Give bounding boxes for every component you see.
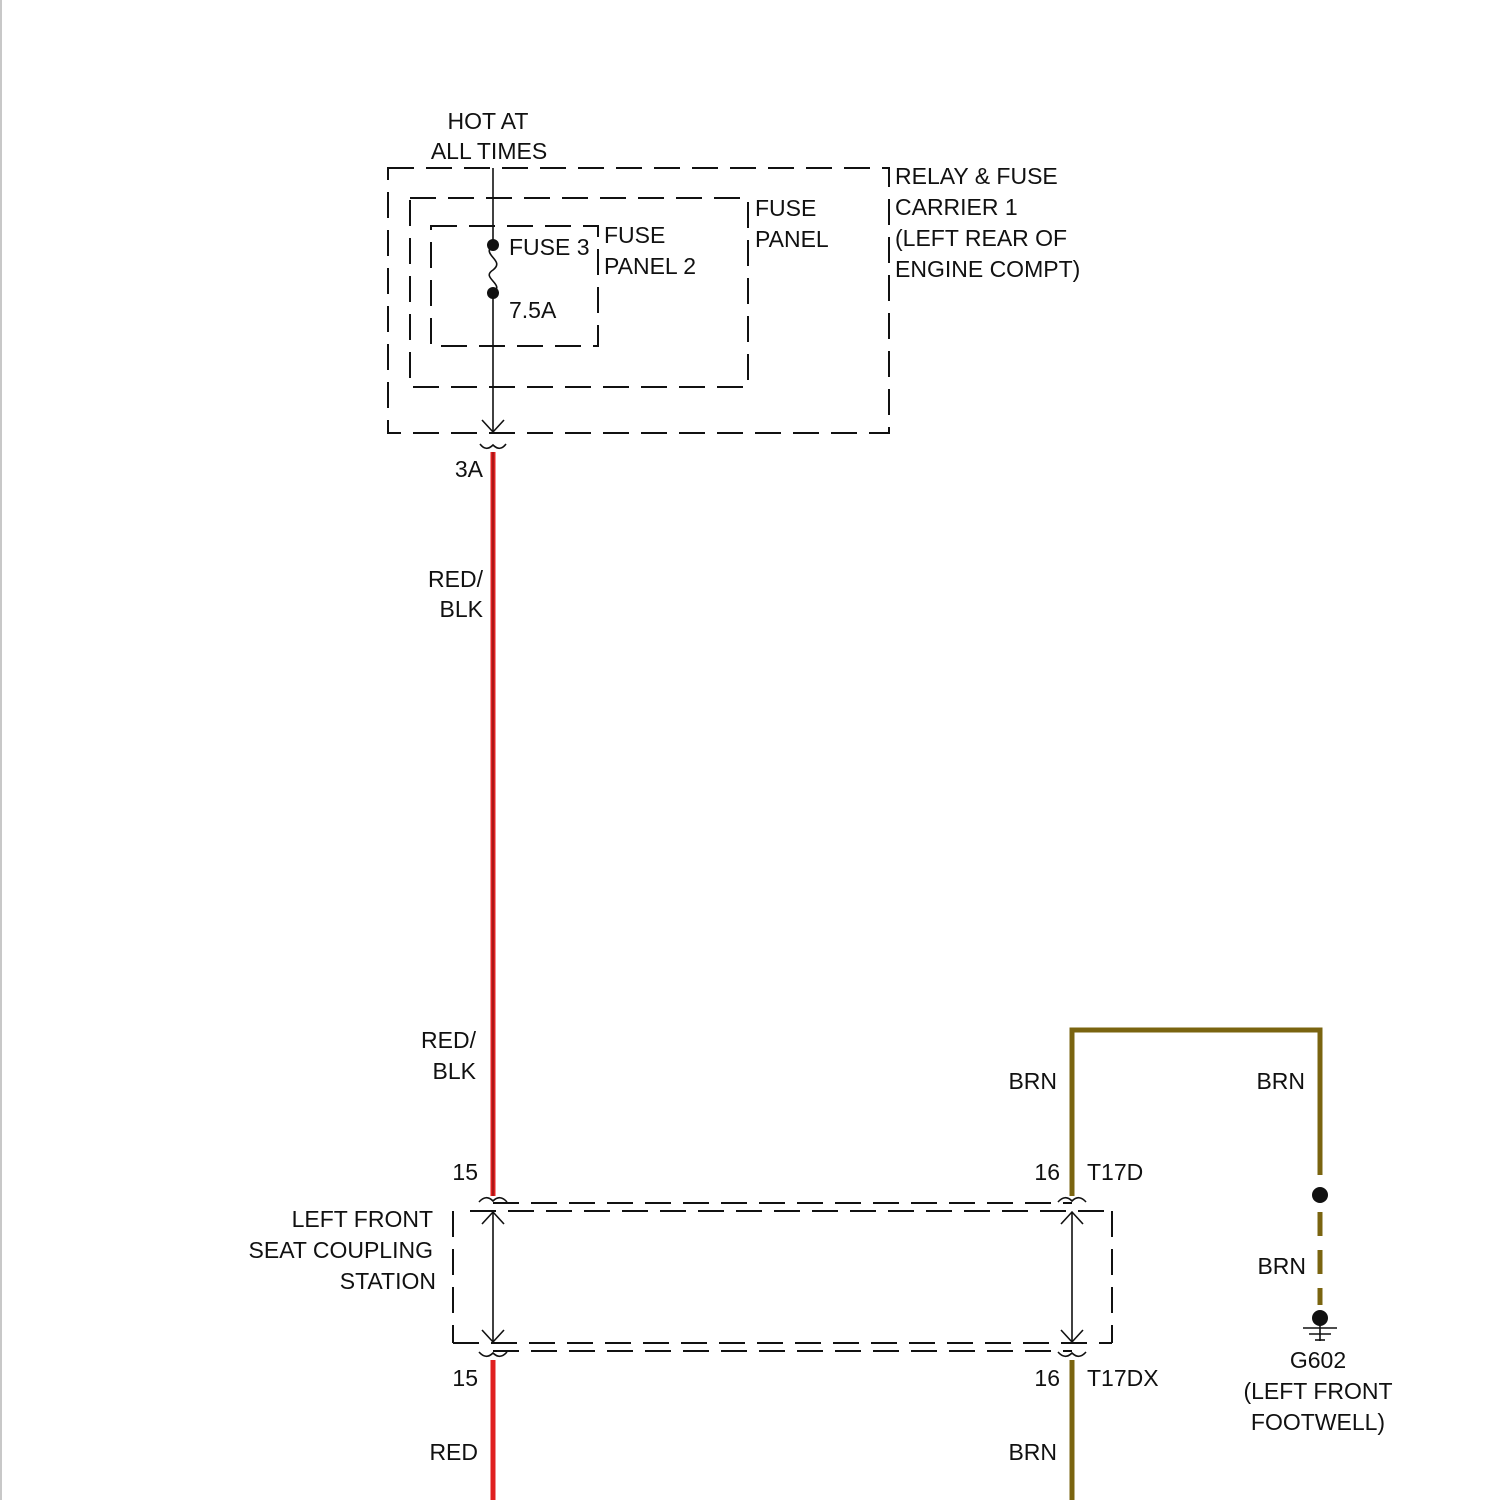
source-label-line2: ALL TIMES <box>431 138 547 164</box>
wire-label-brn-left: BRN <box>1008 1068 1057 1094</box>
connector-16-bottom-symbol <box>1058 1352 1086 1356</box>
fuse-name-label: FUSE 3 <box>509 234 590 260</box>
connector-15-top-symbol <box>479 1198 507 1202</box>
fuse-symbol <box>489 245 497 293</box>
fuse-panel-label-line2: PANEL <box>755 226 829 252</box>
fuse-panel-label-line1: FUSE <box>755 195 816 221</box>
connector-3a-symbol <box>480 444 506 448</box>
splice-dot <box>1312 1187 1328 1203</box>
pin-15-bottom-label: 15 <box>452 1365 478 1391</box>
connector-16-top-symbol <box>1058 1198 1086 1202</box>
fuse-panel-2-label-line2: PANEL 2 <box>604 253 696 279</box>
connector-15-bottom-symbol <box>479 1352 507 1356</box>
coupling-label-line2: SEAT COUPLING <box>249 1237 433 1263</box>
connector-t17d-label: T17D <box>1087 1159 1143 1185</box>
carrier-label-line4: ENGINE COMPT) <box>895 256 1080 282</box>
pin-16-bottom-label: 16 <box>1034 1365 1060 1391</box>
pin-16-top-label: 16 <box>1034 1159 1060 1185</box>
terminal-3a-label: 3A <box>455 456 484 482</box>
fuse-panel-box <box>410 198 748 387</box>
fuse-panel-2-label-line1: FUSE <box>604 222 665 248</box>
fuse-rating-label: 7.5A <box>509 297 557 323</box>
carrier-label-line3: (LEFT REAR OF <box>895 225 1067 251</box>
carrier-label-line2: CARRIER 1 <box>895 194 1018 220</box>
wire-label-brn-right: BRN <box>1256 1068 1305 1094</box>
coupling-label-line1: LEFT FRONT <box>292 1206 433 1232</box>
source-label-line1: HOT AT <box>448 108 529 134</box>
ground-location-line2: FOOTWELL) <box>1251 1409 1385 1435</box>
wire-label-brn-lower: BRN <box>1008 1439 1057 1465</box>
wire-label-red-blk-lower-1: RED/ <box>421 1027 477 1053</box>
wire-label-red: RED <box>429 1439 478 1465</box>
wire-label-red-blk-upper-2: BLK <box>440 596 484 622</box>
coupling-label-line3: STATION <box>340 1268 436 1294</box>
wire-label-red-blk-upper-1: RED/ <box>428 566 484 592</box>
connector-t17dx-label: T17DX <box>1087 1365 1159 1391</box>
ground-id-label: G602 <box>1290 1347 1346 1373</box>
pin-15-top-label: 15 <box>452 1159 478 1185</box>
wire-label-red-blk-lower-2: BLK <box>433 1058 477 1084</box>
ground-location-line1: (LEFT FRONT <box>1243 1378 1392 1404</box>
carrier-label-line1: RELAY & FUSE <box>895 163 1058 189</box>
wire-label-brn-ground: BRN <box>1257 1253 1306 1279</box>
